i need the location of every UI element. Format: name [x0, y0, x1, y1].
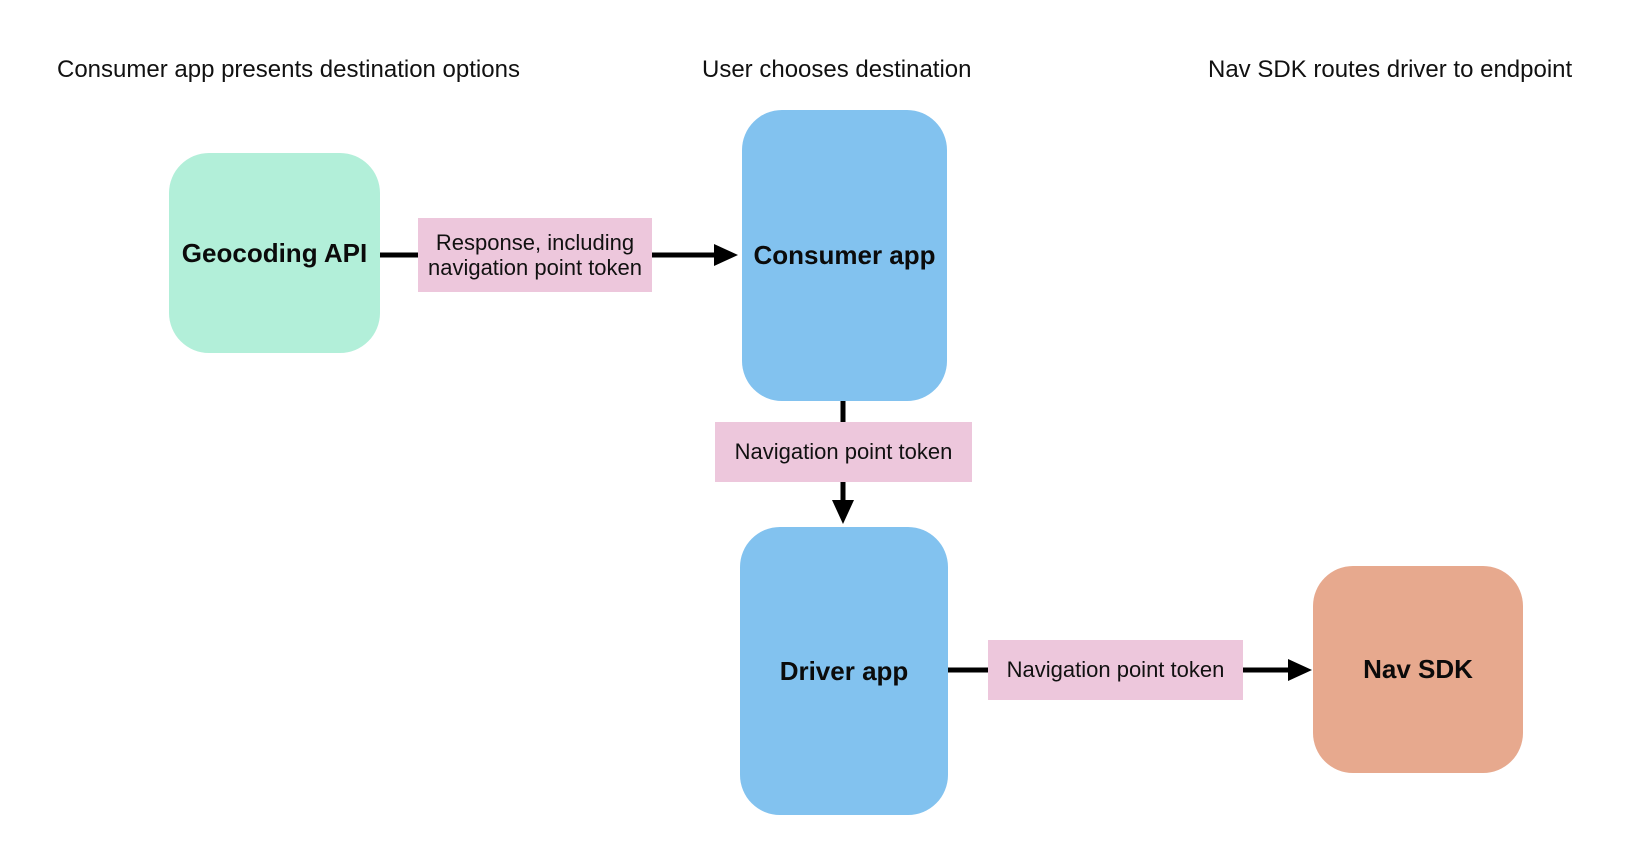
column-header-navsdk-routes: Nav SDK routes driver to endpoint — [1208, 56, 1573, 83]
edge-label-response-including-token: Response, including navigation point tok… — [418, 218, 652, 292]
node-consumer-app: Consumer app — [742, 110, 947, 401]
edge-label-navigation-point-token-2: Navigation point token — [988, 640, 1243, 700]
node-geocoding-api: Geocoding API — [169, 153, 380, 353]
column-header-consumer-presents: Consumer app presents destination option… — [57, 56, 520, 83]
edge-label-navigation-point-token-1: Navigation point token — [715, 422, 972, 482]
node-driver-app: Driver app — [740, 527, 948, 815]
node-nav-sdk: Nav SDK — [1313, 566, 1523, 773]
column-header-user-chooses: User chooses destination — [702, 56, 972, 83]
